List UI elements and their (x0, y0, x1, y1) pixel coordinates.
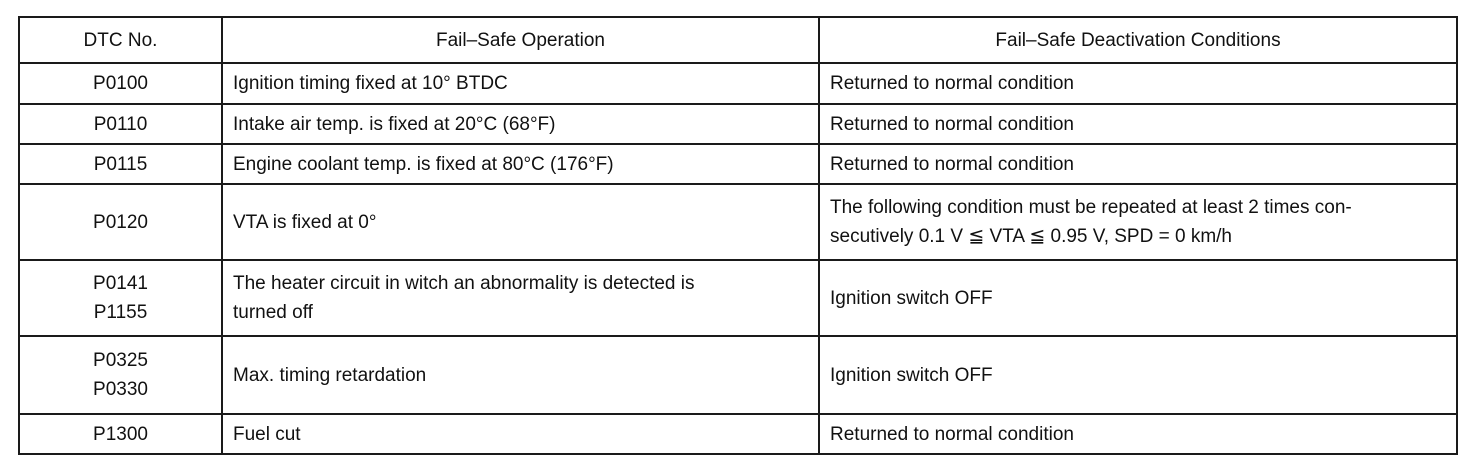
deactivation-text-line-1: The following condition must be repeated… (830, 197, 1352, 218)
dtc-cell: P0120 (18, 183, 223, 261)
dtc-cell: P0100 (18, 62, 223, 105)
header-dtc-no: DTC No. (18, 16, 223, 64)
deactivation-text-line-2: secutively 0.1 V ≦ VTA ≦ 0.95 V, SPD = 0… (830, 226, 1232, 247)
operation-text: Max. timing retardation (233, 364, 427, 386)
table-row: P1300 Fuel cut Returned to normal condit… (18, 413, 1458, 455)
table-row: P0141 P1155 The heater circuit in witch … (18, 259, 1458, 337)
dtc-cell: P0325 P0330 (18, 335, 223, 415)
deactivation-text: Returned to normal condition (830, 423, 1074, 445)
dtc-cell: P0115 (18, 143, 223, 185)
deactivation-cell: Ignition switch OFF (818, 335, 1458, 415)
operation-text: Engine coolant temp. is fixed at 80°C (1… (233, 153, 614, 175)
deactivation-cell: Returned to normal condition (818, 413, 1458, 455)
table-row: P0325 P0330 Max. timing retardation Igni… (18, 335, 1458, 415)
dtc-code: P1300 (93, 423, 148, 445)
dtc-code: P0110 (93, 113, 148, 135)
operation-text: Intake air temp. is fixed at 20°C (68°F) (233, 113, 556, 135)
operation-text: Ignition timing fixed at 10° BTDC (233, 73, 508, 94)
dtc-code: P0330 (93, 379, 148, 400)
operation-cell: Engine coolant temp. is fixed at 80°C (1… (221, 143, 820, 185)
table-row: P0100 Ignition timing fixed at 10° BTDC … (18, 62, 1458, 105)
header-row: DTC No. Fail–Safe Operation Fail–Safe De… (18, 16, 1458, 64)
deactivation-cell: Ignition switch OFF (818, 259, 1458, 337)
deactivation-cell: Returned to normal condition (818, 62, 1458, 105)
operation-cell: Ignition timing fixed at 10° BTDC (221, 62, 820, 105)
deactivation-cell: Returned to normal condition (818, 103, 1458, 145)
deactivation-cell: Returned to normal condition (818, 143, 1458, 185)
table-row: P0110 Intake air temp. is fixed at 20°C … (18, 103, 1458, 145)
operation-text-line-1: The heater circuit in witch an abnormali… (233, 273, 695, 294)
operation-cell: VTA is fixed at 0° (221, 183, 820, 261)
dtc-cell: P0110 (18, 103, 223, 145)
operation-text-line-2: turned off (233, 302, 313, 323)
dtc-code: P0120 (93, 211, 148, 233)
dtc-cell: P0141 P1155 (18, 259, 223, 337)
dtc-cell: P1300 (18, 413, 223, 455)
fail-safe-table: DTC No. Fail–Safe Operation Fail–Safe De… (18, 16, 1458, 455)
dtc-code: P1155 (93, 302, 148, 323)
table-row: P0120 VTA is fixed at 0° The following c… (18, 183, 1458, 261)
header-deactivation-conditions: Fail–Safe Deactivation Conditions (818, 16, 1458, 64)
deactivation-text: Returned to normal condition (830, 73, 1074, 94)
operation-cell: Max. timing retardation (221, 335, 820, 415)
operation-cell: The heater circuit in witch an abnormali… (221, 259, 820, 337)
operation-cell: Fuel cut (221, 413, 820, 455)
deactivation-text: Ignition switch OFF (830, 287, 993, 309)
dtc-code: P0115 (93, 153, 148, 175)
operation-text: Fuel cut (233, 423, 301, 445)
operation-text: VTA is fixed at 0° (233, 211, 377, 233)
deactivation-text: Returned to normal condition (830, 113, 1074, 135)
dtc-code: P0141 (93, 273, 148, 294)
deactivation-text: Returned to normal condition (830, 153, 1074, 175)
dtc-code: P0100 (93, 73, 148, 94)
header-fail-safe-operation: Fail–Safe Operation (221, 16, 820, 64)
deactivation-cell: The following condition must be repeated… (818, 183, 1458, 261)
dtc-code: P0325 (93, 350, 148, 371)
operation-cell: Intake air temp. is fixed at 20°C (68°F) (221, 103, 820, 145)
table-row: P0115 Engine coolant temp. is fixed at 8… (18, 143, 1458, 185)
deactivation-text: Ignition switch OFF (830, 364, 993, 386)
